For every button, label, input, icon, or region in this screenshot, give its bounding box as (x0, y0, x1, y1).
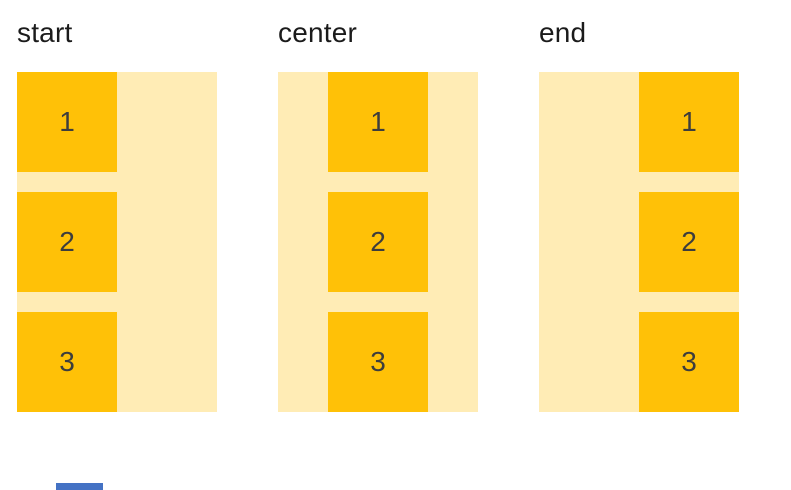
example-label: center (278, 17, 358, 48)
example-label: end (539, 17, 587, 48)
flex-container-end: 1 2 3 (539, 72, 739, 412)
flex-item: 3 (17, 312, 117, 412)
example-center: center 1 2 3 (278, 14, 478, 412)
flex-item: 3 (328, 312, 428, 412)
flex-item: 2 (639, 192, 739, 292)
flex-container-start: 1 2 3 (17, 72, 217, 412)
flex-item: 2 (17, 192, 117, 292)
example-start: start 1 2 3 (17, 14, 217, 412)
flex-item: 1 (328, 72, 428, 172)
flex-item: 1 (17, 72, 117, 172)
flex-item: 2 (328, 192, 428, 292)
flex-item: 1 (639, 72, 739, 172)
flex-container-center: 1 2 3 (278, 72, 478, 412)
alignment-examples-row: start 1 2 3 center 1 2 3 end 1 2 3 (17, 14, 739, 412)
example-label: start (17, 17, 73, 48)
clipped-next-example-box (56, 483, 103, 490)
example-end: end 1 2 3 (539, 14, 739, 412)
flex-item: 3 (639, 312, 739, 412)
